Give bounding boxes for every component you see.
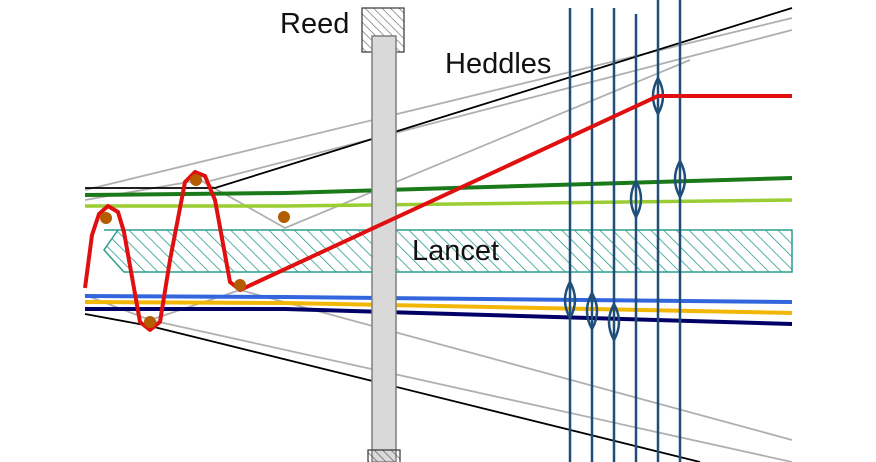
reed: Reed xyxy=(280,7,405,462)
warp-navy xyxy=(85,307,793,326)
warp-gray-lower-inner xyxy=(239,289,793,441)
warp-threads-gray xyxy=(84,17,793,462)
knots xyxy=(100,174,290,328)
warp-threads-colored xyxy=(84,176,793,326)
knot-4 xyxy=(278,211,290,223)
warp-gray-upper-outer xyxy=(84,17,793,191)
weft-red xyxy=(83,94,792,332)
lancet-body xyxy=(103,229,793,273)
heddle-eye-3 xyxy=(607,301,621,343)
heddle-eye-1 xyxy=(563,279,577,321)
warp-light-green xyxy=(85,198,793,208)
heddle-eye-5 xyxy=(651,75,665,117)
heddle-eye-6 xyxy=(673,158,687,200)
reed-label: Reed xyxy=(280,8,349,40)
heddle-eye-4 xyxy=(629,178,643,220)
warp-gray-upper-inner xyxy=(209,29,793,182)
knot-5 xyxy=(234,279,246,291)
heddle-eye-2 xyxy=(585,290,599,332)
reed-bar xyxy=(371,35,397,462)
lancet-label: Lancet xyxy=(412,235,499,267)
knot-3 xyxy=(190,174,202,186)
heddles-label: Heddles xyxy=(445,48,551,80)
warp-blue xyxy=(84,294,793,304)
warp-gray-lower-outer xyxy=(149,319,793,462)
heddles: Heddles xyxy=(445,0,687,462)
warp-dark-green xyxy=(84,176,793,197)
warp-black-upper xyxy=(85,7,793,189)
lancet: Lancet xyxy=(103,229,793,273)
knot-1 xyxy=(100,212,112,224)
reed-bottom-block xyxy=(367,449,401,462)
knot-2 xyxy=(144,316,156,328)
warp-gray-middle xyxy=(84,59,691,229)
warp-yellow xyxy=(84,300,793,315)
